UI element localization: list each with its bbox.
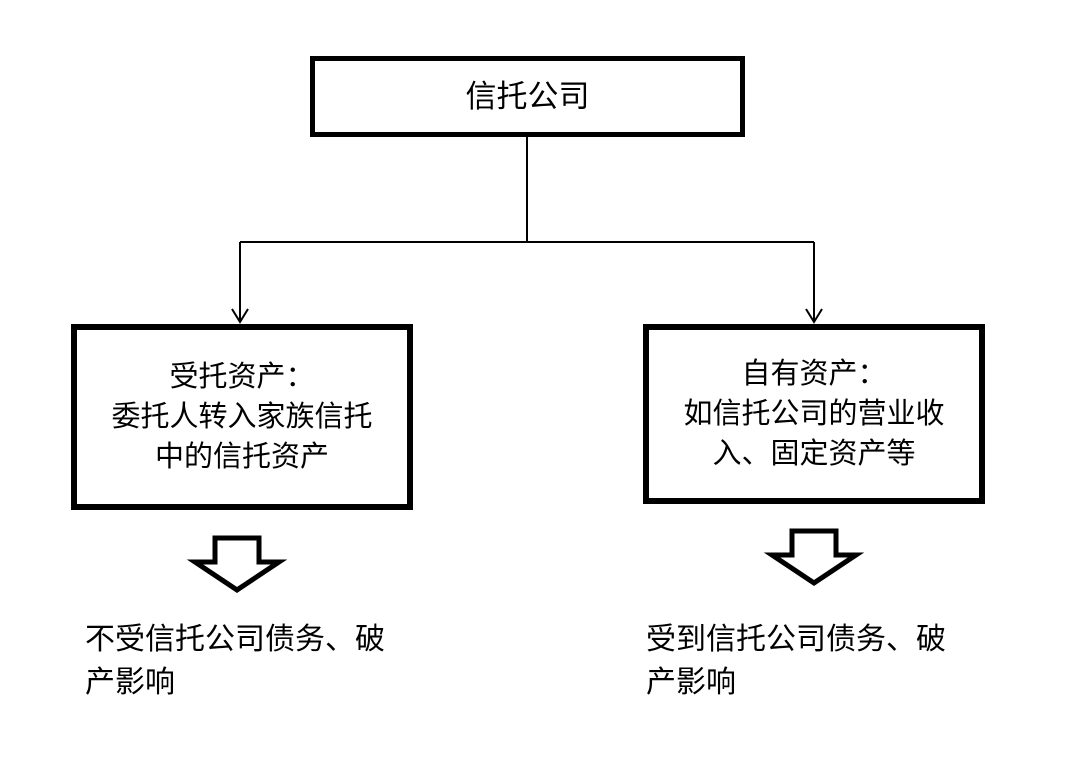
text-line: 产影响 [646, 666, 736, 699]
node-label: 信托公司 [465, 78, 590, 114]
text-line: 受托资产： [169, 361, 315, 393]
text-line: 自有资产： [741, 358, 887, 390]
text-line: 产影响 [85, 666, 175, 699]
node-own-assets: 自有资产： 如信托公司的营业收 入、固定资产等 [643, 324, 985, 504]
text-line: 委托人转入家族信托 [111, 401, 373, 433]
right-note: 受到信托公司债务、破 产影响 [646, 618, 946, 704]
text-line: 中的信托资产 [154, 441, 329, 473]
down-block-arrow-icon [186, 535, 288, 594]
left-note: 不受信托公司债务、破 产影响 [85, 618, 385, 704]
right-arrowhead-icon [805, 308, 823, 324]
text-line: 入、固定资产等 [712, 438, 916, 470]
down-block-arrow-icon [763, 528, 865, 587]
node-trust-company: 信托公司 [310, 56, 745, 137]
text-line: 不受信托公司债务、破 [85, 623, 385, 656]
node-entrusted-assets: 受托资产： 委托人转入家族信托 中的信托资产 [71, 324, 413, 510]
text-line: 受到信托公司债务、破 [646, 623, 946, 656]
left-arrowhead-icon [231, 308, 249, 324]
text-line: 如信托公司的营业收 [683, 398, 945, 430]
